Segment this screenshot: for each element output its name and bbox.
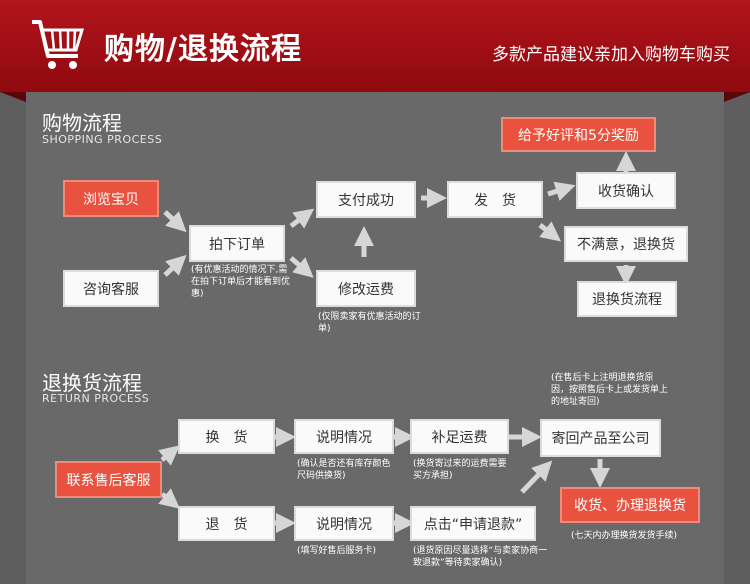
explain-exchange-step: 说明情况 xyxy=(294,419,394,454)
consult-service-step: 咨询客服 xyxy=(63,270,159,307)
arrow-ship-confirm xyxy=(547,181,576,201)
confirm-receipt-step: 收货确认 xyxy=(576,172,676,209)
header-banner: 购物/退换流程 多款产品建议亲加入购物车购买 xyxy=(0,0,750,92)
explain-refund-note: (填写好售后服务卡) xyxy=(297,546,377,556)
browse-items-step: 浏览宝贝 xyxy=(63,180,159,217)
place-order-note: (有优惠活动的情况下,需在拍下订单后才能看到优惠) xyxy=(191,265,291,299)
shopping-section-subtitle: SHOPPING PROCESS xyxy=(42,133,163,146)
arrow-consult-order xyxy=(163,254,187,277)
arrow-apply-sendback xyxy=(520,460,553,494)
arrow-ship-unsatisfied xyxy=(538,221,562,242)
shopping-cart-icon xyxy=(32,20,85,69)
arrow-contact-refund xyxy=(158,488,180,509)
send-back-note: (在售后卡上注明退换货原因，按照售后卡上或发货单上的地址寄回) xyxy=(551,373,669,407)
ship-step: 发 货 xyxy=(447,181,543,218)
add-shipping-fee-step: 补足运费 xyxy=(410,419,509,454)
payment-success-step: 支付成功 xyxy=(316,181,416,218)
explain-exchange-note: (确认是否还有库存颜色尺码供换货) xyxy=(297,459,391,481)
contact-after-sales-step: 联系售后客服 xyxy=(55,461,162,498)
banner-fold-right xyxy=(724,92,750,102)
unsatisfied-return-step: 不满意，退换货 xyxy=(564,226,688,262)
arrow-browse-order xyxy=(163,210,187,233)
refund-step: 退 货 xyxy=(178,506,275,541)
good-review-reward-step: 给予好评和5分奖励 xyxy=(501,117,656,152)
send-back-product-step: 寄回产品至公司 xyxy=(540,419,661,457)
page-subtitle: 多款产品建议亲加入购物车购买 xyxy=(492,45,730,65)
modify-shipping-step: 修改运费 xyxy=(316,270,416,307)
return-section-subtitle: RETURN PROCESS xyxy=(42,392,150,405)
apply-refund-note: (退货原因尽量选择“与卖家协商一致退款”等待卖家确认) xyxy=(413,546,548,568)
place-order-step: 拍下订单 xyxy=(189,225,285,262)
return-section-title: 退换货流程 xyxy=(42,371,142,395)
arrow-order-modify xyxy=(289,256,314,278)
receive-process-return-step: 收货、办理退换货 xyxy=(560,487,700,523)
arrow-order-paid xyxy=(289,208,315,229)
receive-process-note: (七天内办理换货发货手续) xyxy=(571,531,678,541)
modify-shipping-note: (仅限卖家有优惠活动的订单) xyxy=(318,312,421,334)
add-shipping-note: (换货寄过来的运费需要买方承担) xyxy=(413,459,507,481)
arrow-contact-exchange xyxy=(158,445,180,466)
apply-refund-step: 点击“申请退款” xyxy=(410,506,536,541)
explain-refund-step: 说明情况 xyxy=(294,506,394,541)
page-title: 购物/退换流程 xyxy=(104,32,302,67)
shopping-section-title: 购物流程 xyxy=(42,111,122,135)
exchange-step: 换 货 xyxy=(178,419,275,454)
banner-fold-left xyxy=(0,92,26,102)
return-flow-step: 退换货流程 xyxy=(577,281,677,317)
